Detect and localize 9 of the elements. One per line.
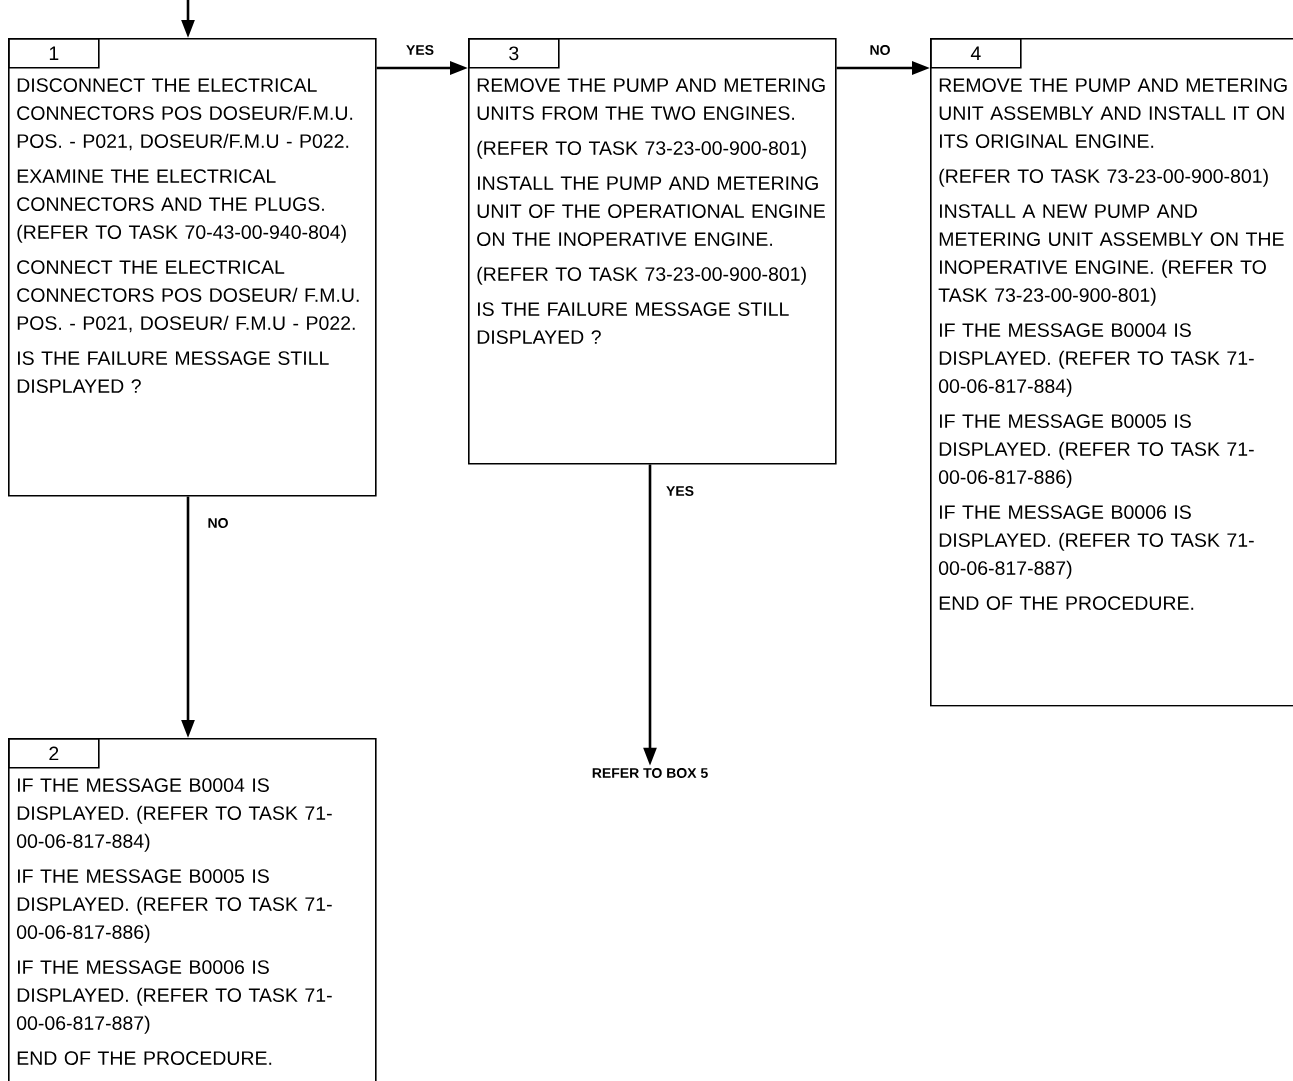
edge-label: YES	[665, 485, 695, 497]
edge-label: YES	[405, 44, 435, 56]
procedure-box: 3 REMOVE THE PUMP AND METERING UNITS FROM THE TWO ENGINES. (REFER TO TASK 73-23-00-900-801) INSTALL THE PUMP AND METERING UNIT OF THE OPERATIONAL ENGINE ON THE INOPERATIVE ENGINE. (REFER TO TASK 73-23-00-900-801) IS THE FAILURE MESSAGE STILL DISPLAYED ?	[468, 38, 837, 465]
edge-label: NO	[206, 517, 230, 529]
procedure-box: 4 REMOVE THE PUMP AND METERING UNIT ASSEMBLY AND INSTALL IT ON ITS ORIGINAL ENGINE. (REFER TO TASK 73-23-00-900-801) INSTALL A NEW PUMP AND METERING UNIT ASSEMBLY ON THE INOPERATIVE ENGINE. (REFER TO TASK 73-23-00-900-801) IF THE MESSAGE B0004 IS DISPLAYED. (REFER TO TASK 71-00-06-817-884) IF THE MESSAGE B0005 IS DISPLAYED. (REFER TO TASK 71-00-06-817-886) IF THE MESSAGE B0006 IS DISPLAYED. (REFER TO TASK 71-00-06-817-887) END OF THE PROCEDURE.	[930, 38, 1293, 707]
procedure-box: 2 IF THE MESSAGE B0004 IS DISPLAYED. (REFER TO TASK 71-00-06-817-884) IF THE MESSAGE B0005 IS DISPLAYED. (REFER TO TASK 71-00-06-817-886) IF THE MESSAGE B0006 IS DISPLAYED. (REFER TO TASK 71-00-06-817-887) END OF THE PROCEDURE.	[8, 738, 377, 1081]
edge-label: NO	[868, 44, 892, 56]
procedure-box: 1 DISCONNECT THE ELECTRICAL CONNECTORS POS DOSEUR/F.M.U. POS. - P021, DOSEUR/F.M.U - P022. EXAMINE THE ELECTRICAL CONNECTORS AND THE PLUGS. (REFER TO TASK 70-43-00-940-804) CONNECT THE ELECTRICAL CONNECTORS POS DOSEUR/ F.M.U. POS. - P021, DOSEUR/ F.M.U - P022. IS THE FAILURE MESSAGE STILL DISPLAYED ?	[8, 38, 377, 497]
reference-text: REFER TO BOX 5	[592, 768, 708, 778]
